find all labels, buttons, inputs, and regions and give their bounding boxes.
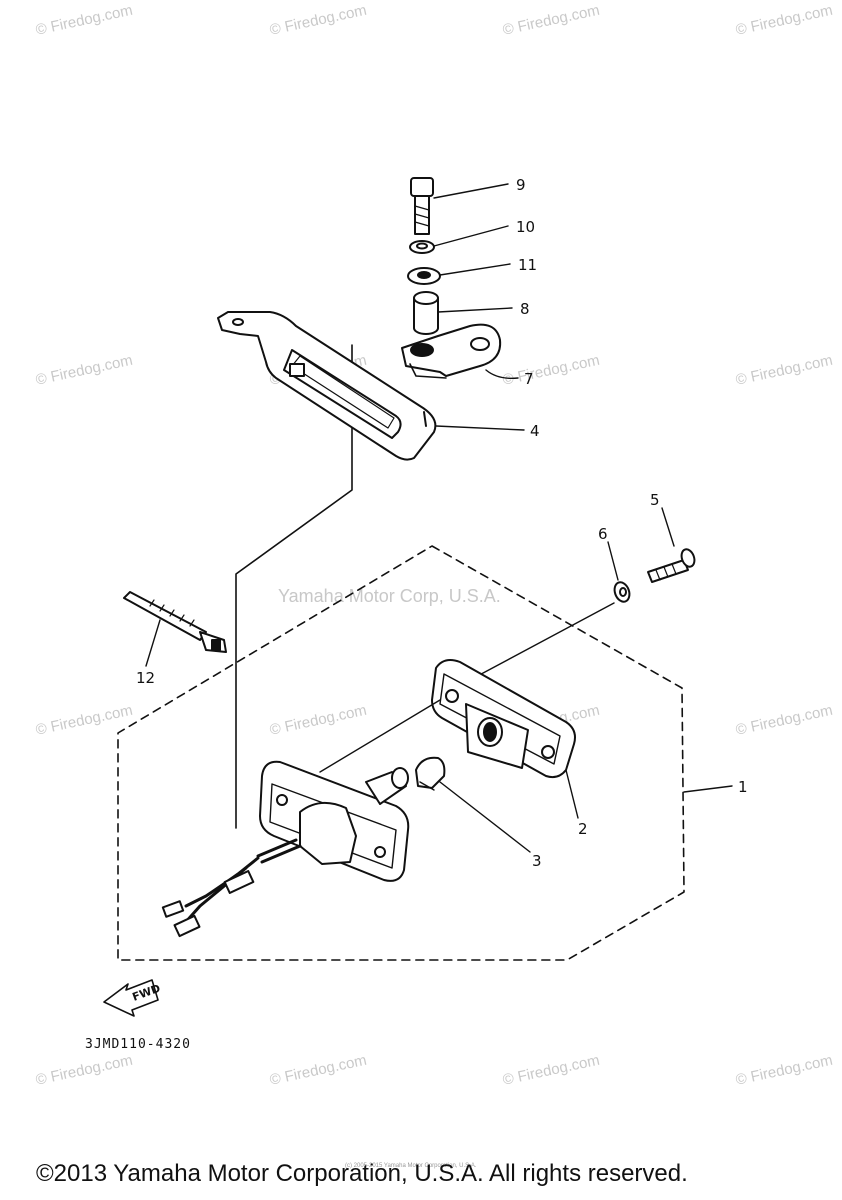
callout-2: 2	[578, 820, 588, 838]
callout-7: 7	[524, 370, 534, 388]
callout-6: 6	[598, 525, 608, 543]
callout-8: 8	[520, 300, 530, 318]
collar-part-8	[413, 291, 439, 335]
leader-line	[469, 602, 615, 681]
lens-part-2	[431, 659, 576, 779]
bracket-part-4	[217, 311, 437, 461]
callout-10: 10	[516, 218, 535, 236]
bolt-part-9	[410, 177, 434, 235]
center-watermark: Yamaha Motor Corp, U.S.A.	[278, 586, 501, 606]
fwd-arrow: FWD	[103, 979, 162, 1017]
callout-4: 4	[530, 422, 540, 440]
copyright-notice: ©2013 Yamaha Motor Corporation, U.S.A. A…	[36, 1160, 688, 1187]
leader-line	[235, 344, 353, 829]
screw-part-5	[647, 548, 696, 583]
callout-3: 3	[532, 852, 542, 870]
bulb-part-3	[415, 756, 446, 791]
cable-tie-part-12	[123, 591, 227, 653]
washer-part-11	[407, 267, 441, 285]
callout-1: 1	[738, 778, 748, 796]
callout-5: 5	[650, 491, 660, 509]
washer-part-6	[613, 581, 631, 603]
leader-line	[319, 699, 441, 773]
drawing-code: 3JMD110-4320	[85, 1037, 191, 1052]
lock-washer-part-10	[409, 240, 435, 254]
callout-leaders	[145, 183, 733, 853]
housing-part-1	[161, 760, 410, 938]
clamp-part-7	[401, 323, 502, 379]
callout-11: 11	[518, 256, 537, 274]
fine-print: (c) 2005-2015 Yamaha Motor Corporation, …	[345, 1163, 477, 1169]
callout-9: 9	[516, 176, 526, 194]
callout-12: 12	[136, 669, 155, 687]
assembly-outline	[117, 545, 685, 961]
